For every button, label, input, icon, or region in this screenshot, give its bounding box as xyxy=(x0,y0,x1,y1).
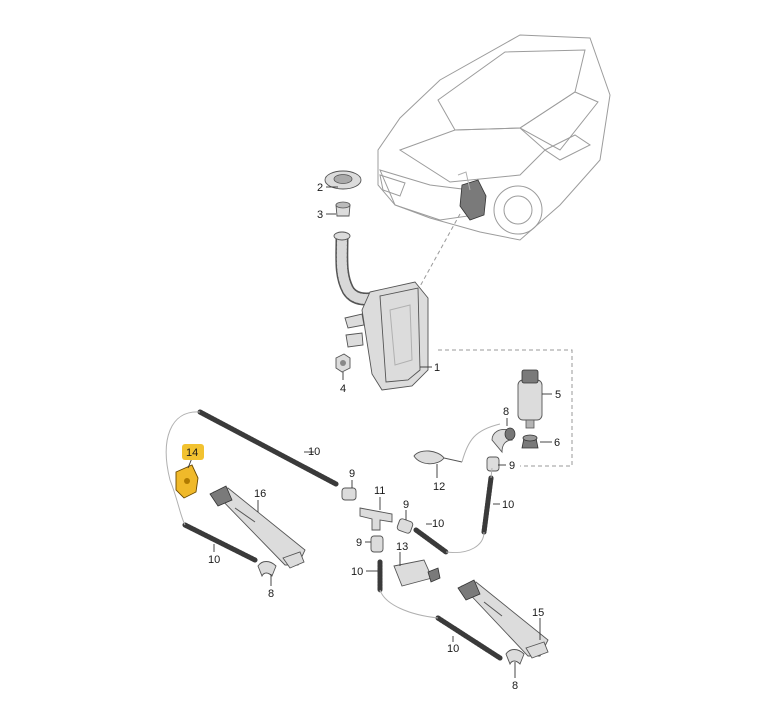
label-9-a: 9 xyxy=(349,468,355,480)
label-14: 14 xyxy=(186,447,198,459)
hose-routing-lines xyxy=(165,411,501,619)
part-5-washer-pump xyxy=(517,369,543,429)
part-15-washer-nozzle-right xyxy=(457,579,549,659)
label-15: 15 xyxy=(532,607,544,619)
label-12: 12 xyxy=(433,481,445,493)
part-3-seal xyxy=(335,201,351,217)
label-8-left: 8 xyxy=(268,588,274,600)
leader-lines xyxy=(187,186,552,678)
part-1-washer-reservoir xyxy=(333,231,429,391)
label-3: 3 xyxy=(317,209,323,221)
label-5: 5 xyxy=(555,389,561,401)
label-10-bottom: 10 xyxy=(447,643,459,655)
label-10-top: 10 xyxy=(308,446,320,458)
label-2: 2 xyxy=(317,182,323,194)
label-8-bottom: 8 xyxy=(512,680,518,692)
label-9-c: 9 xyxy=(356,537,362,549)
part-13-module xyxy=(393,559,441,587)
label-10-right: 10 xyxy=(502,499,514,511)
label-14-badge: 14 xyxy=(182,444,204,460)
part-2-filler-cap xyxy=(324,170,362,190)
car-to-reservoir-guide xyxy=(417,213,461,291)
reservoir-to-pump-guide xyxy=(438,349,573,467)
label-16: 16 xyxy=(254,488,266,500)
part-6-grommet xyxy=(521,434,539,449)
part-labels: 2 3 1 4 5 6 8 9 10 9 11 12 9 10 10 9 13 … xyxy=(182,182,561,692)
label-1: 1 xyxy=(434,362,440,374)
part-9-connector-a xyxy=(341,487,357,501)
part-16-washer-nozzle-left xyxy=(209,485,306,569)
label-9-right: 9 xyxy=(509,460,515,472)
car-illustration xyxy=(377,34,611,241)
label-11: 11 xyxy=(374,485,385,497)
part-9-connector-right xyxy=(486,456,500,472)
part-11-t-piece xyxy=(359,507,393,531)
part-12-hose-clip xyxy=(413,450,463,465)
part-8-elbow-top xyxy=(491,427,516,454)
label-13: 13 xyxy=(396,541,408,553)
label-6: 6 xyxy=(554,437,560,449)
part-9-connector-c xyxy=(370,535,384,553)
label-10-left: 10 xyxy=(208,554,220,566)
label-8-top: 8 xyxy=(503,406,509,418)
label-9-b: 9 xyxy=(403,499,409,511)
label-4: 4 xyxy=(340,383,346,395)
label-10-lower: 10 xyxy=(351,566,363,578)
part-4-nut xyxy=(335,353,351,373)
label-10-mid: 10 xyxy=(432,518,444,530)
part-14-bracket-highlighted xyxy=(175,464,199,499)
part-9-connector-b xyxy=(396,518,414,534)
part-8-elbow-left xyxy=(257,561,277,578)
part-8-elbow-bottom xyxy=(505,649,525,666)
part-10-hoses xyxy=(182,409,503,661)
